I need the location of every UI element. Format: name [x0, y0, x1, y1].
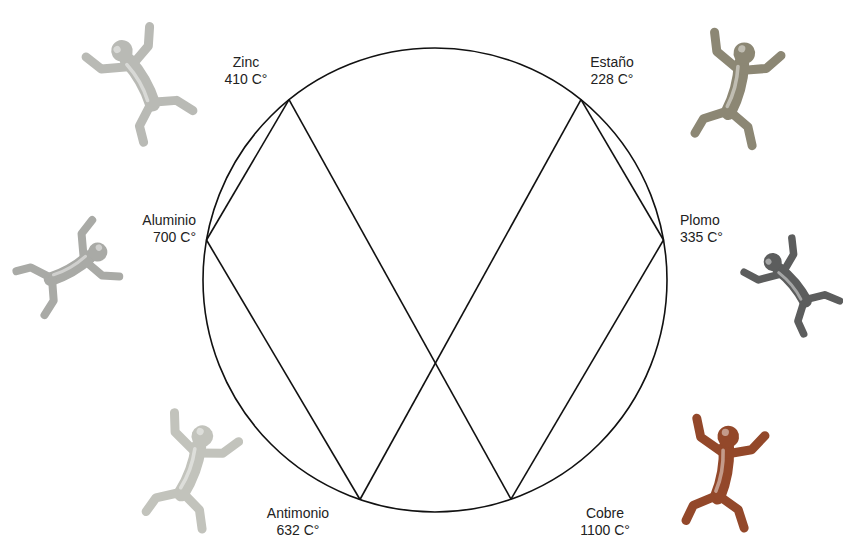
- aluminium-figure: [13, 220, 123, 320]
- tin-figure: [688, 32, 782, 149]
- melting-circle: [203, 48, 667, 512]
- melting-point: 335 C°: [680, 229, 723, 246]
- metal-name: Antimonio: [267, 505, 329, 522]
- chord-line: [289, 100, 511, 500]
- chord-line: [581, 100, 664, 240]
- melting-point: 700 C°: [153, 229, 196, 246]
- metal-name: Plomo: [680, 212, 720, 229]
- chord-line: [207, 240, 361, 500]
- metal-name: Estaño: [590, 54, 634, 71]
- lead-figure: [744, 235, 843, 338]
- copper-figure: [679, 418, 766, 531]
- melting-point: 410 C°: [225, 71, 268, 88]
- chord-line: [207, 100, 290, 240]
- metal-figures: [13, 22, 843, 533]
- melting-point: 1100 C°: [580, 522, 630, 539]
- metal-name: Zinc: [233, 54, 259, 71]
- melting-point: 228 C°: [591, 71, 634, 88]
- antimony-figure: [139, 413, 240, 533]
- melting-point: 632 C°: [277, 522, 320, 539]
- metal-name: Cobre: [586, 505, 624, 522]
- metal-name: Aluminio: [142, 212, 196, 229]
- chord-line: [360, 100, 581, 500]
- chord-line: [511, 240, 664, 499]
- star-lines: [207, 100, 664, 500]
- zinc-figure: [86, 22, 198, 146]
